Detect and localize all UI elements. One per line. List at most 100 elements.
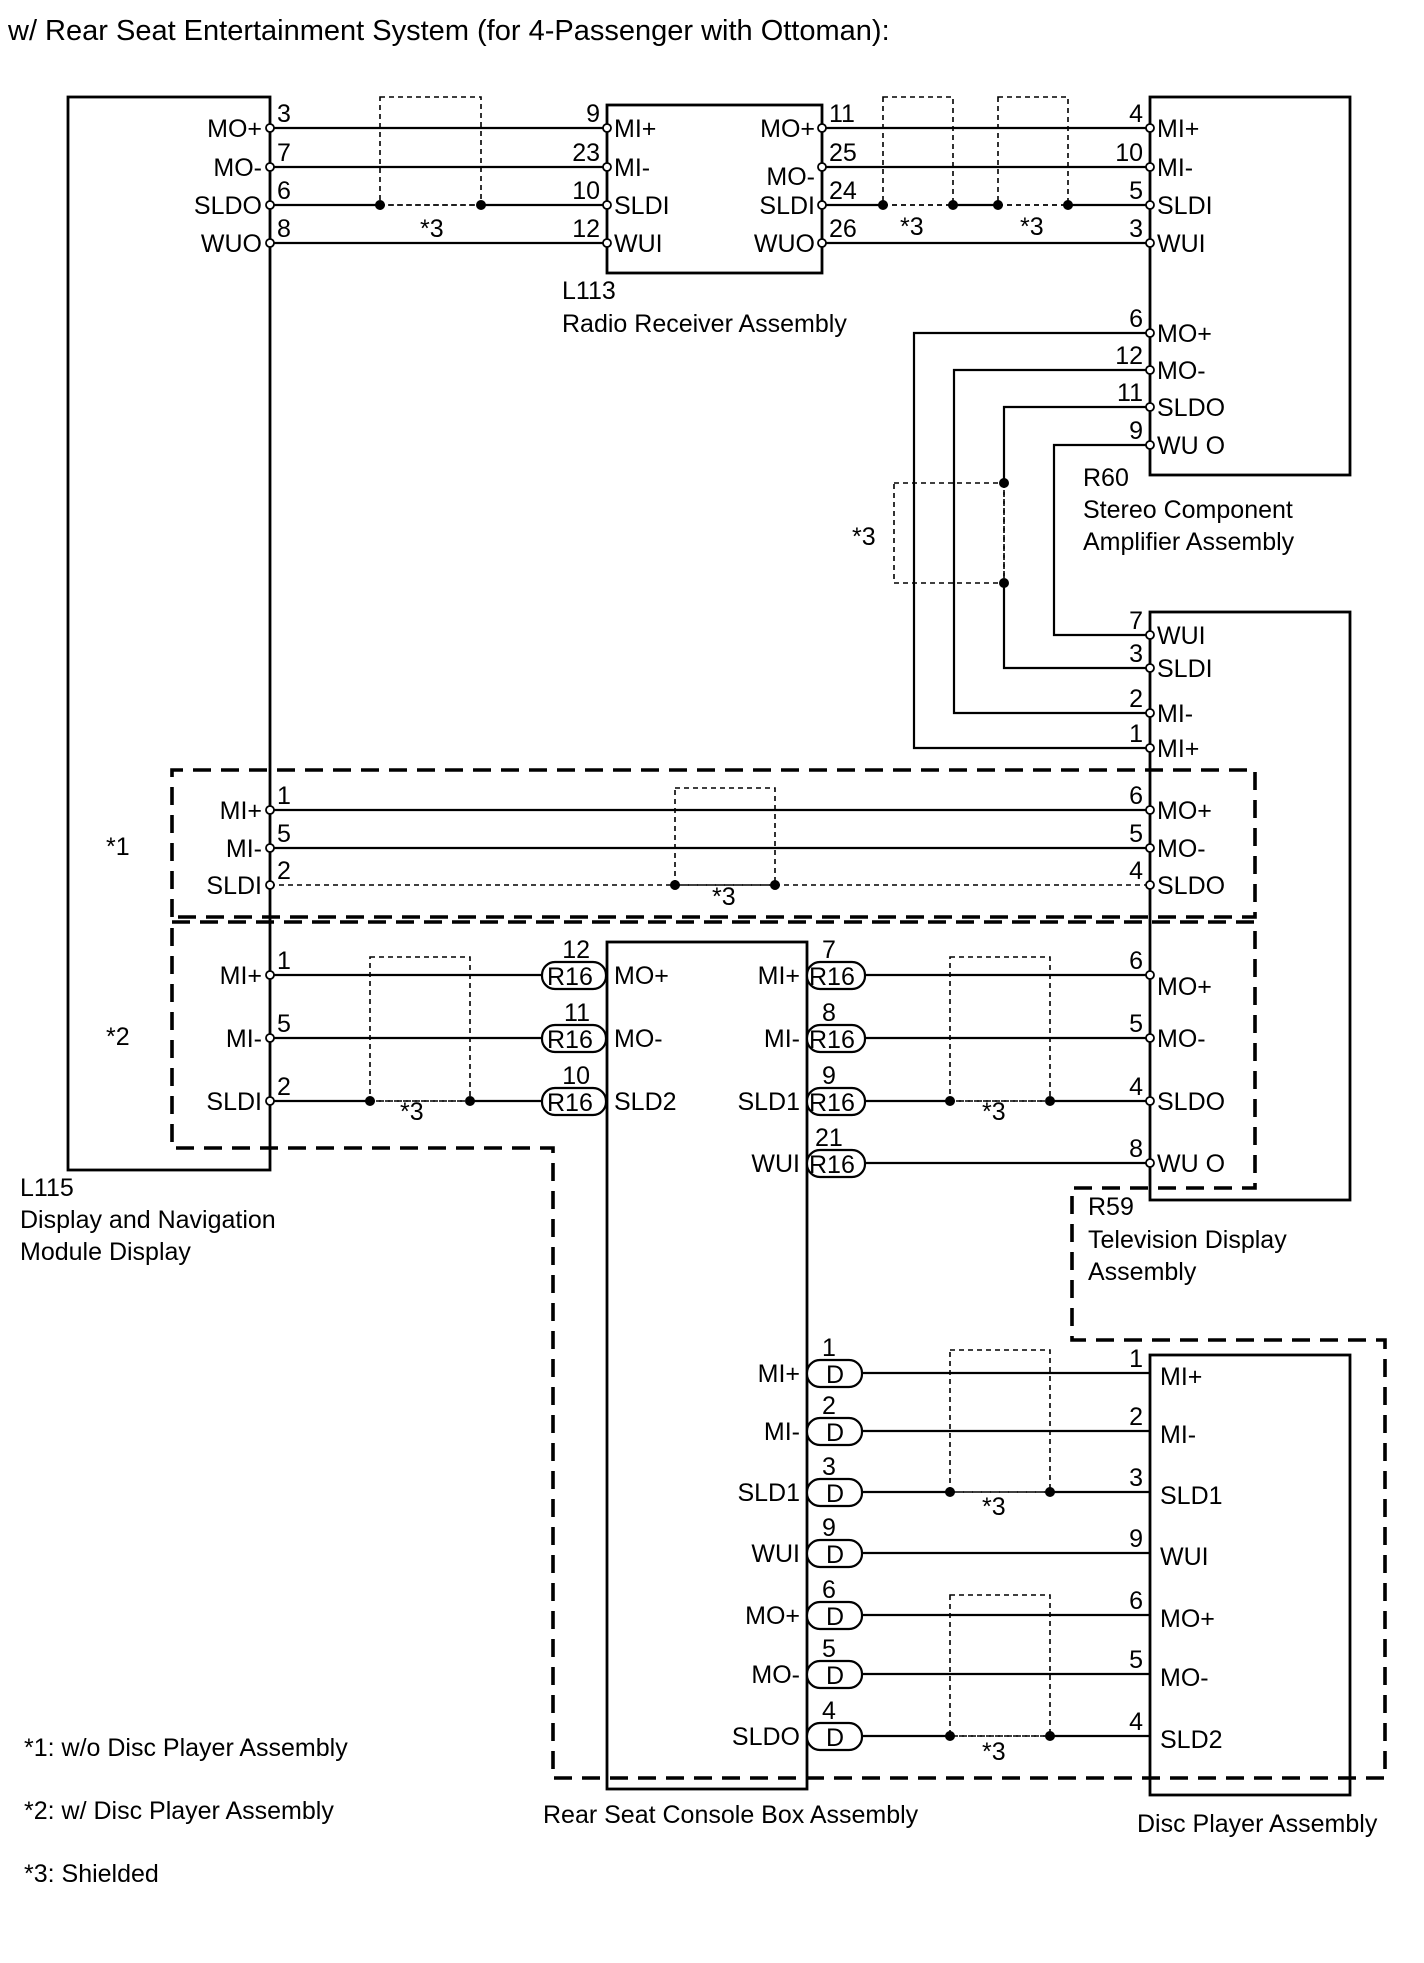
svg-text:WUI: WUI [1157, 230, 1206, 258]
svg-text:3: 3 [822, 1453, 836, 1481]
svg-text:WUI: WUI [751, 1150, 800, 1178]
svg-text:R16: R16 [809, 1089, 855, 1117]
svg-text:1: 1 [822, 1334, 836, 1362]
option1-mark: *1 [106, 833, 130, 861]
svg-text:SLDI: SLDI [614, 192, 670, 220]
svg-text:6: 6 [822, 1576, 836, 1604]
svg-text:MI+: MI+ [1157, 115, 1199, 143]
shield-dot [670, 880, 680, 890]
svg-text:R16: R16 [809, 1151, 855, 1179]
console-left-pins: MO+ MO- SLD2 12 11 10 [562, 936, 676, 1116]
svg-text:9: 9 [586, 100, 600, 128]
shield-dot [945, 1731, 955, 1741]
svg-text:WU O: WU O [1157, 432, 1225, 460]
shield-r60-r59 [893, 482, 1005, 584]
r59-input-pins: WUI SLDI MI- MI+ 7 3 2 1 [1129, 607, 1213, 763]
svg-text:3: 3 [277, 100, 291, 128]
svg-text:8: 8 [1129, 1135, 1143, 1163]
svg-text:MI+: MI+ [220, 797, 262, 825]
svg-text:MI-: MI- [226, 1025, 262, 1053]
shield-mark: *3 [982, 1493, 1006, 1521]
shield-mark: *3 [420, 215, 444, 243]
svg-text:7: 7 [1129, 607, 1143, 635]
l113-radio-receiver-box [605, 103, 824, 275]
svg-text:MI+: MI+ [220, 962, 262, 990]
shield-mark: *3 [712, 883, 736, 911]
svg-text:SLD1: SLD1 [737, 1088, 800, 1116]
svg-text:R16: R16 [809, 1026, 855, 1054]
svg-text:7: 7 [822, 936, 836, 964]
svg-text:4: 4 [1129, 1073, 1143, 1101]
svg-text:MO-: MO- [751, 1661, 800, 1689]
shield-dot [948, 200, 958, 210]
r16-connector-left-11: R16 [540, 1023, 608, 1054]
svg-text:5: 5 [1129, 1010, 1143, 1038]
svg-text:5: 5 [1129, 820, 1143, 848]
svg-text:2: 2 [822, 1392, 836, 1420]
shield-dot [375, 200, 385, 210]
l115-top-pins: MO+ MO- SLDO WUO 3 7 6 8 [194, 100, 291, 258]
svg-text:10: 10 [562, 1062, 590, 1090]
svg-text:SLDI: SLDI [206, 1088, 262, 1116]
svg-text:R16: R16 [547, 1089, 593, 1117]
svg-text:6: 6 [1129, 782, 1143, 810]
l113-name: Radio Receiver Assembly [562, 310, 847, 338]
r60-name-line1: Stereo Component [1083, 496, 1293, 524]
svg-text:MI-: MI- [1157, 700, 1193, 728]
shield-dot [465, 1096, 475, 1106]
r60-name-line2: Amplifier Assembly [1083, 528, 1295, 556]
svg-text:6: 6 [277, 177, 291, 205]
svg-text:MI-: MI- [1160, 1421, 1196, 1449]
shield-l113-r60-a [882, 96, 954, 206]
svg-text:SLD2: SLD2 [614, 1088, 677, 1116]
svg-text:MI-: MI- [764, 1418, 800, 1446]
svg-text:SLDO: SLDO [194, 192, 262, 220]
d-connector-1: D [805, 1358, 864, 1389]
svg-text:1: 1 [277, 947, 291, 975]
option1-region [170, 768, 1257, 919]
svg-text:1: 1 [1129, 1345, 1143, 1373]
svg-text:WUI: WUI [1157, 622, 1206, 650]
svg-text:6: 6 [1129, 305, 1143, 333]
svg-text:MO-: MO- [1157, 357, 1206, 385]
shield-opt1 [674, 787, 776, 886]
svg-text:9: 9 [1129, 1525, 1143, 1553]
svg-text:4: 4 [1129, 1708, 1143, 1736]
shield-dot [993, 200, 1003, 210]
svg-text:8: 8 [822, 999, 836, 1027]
r16-connector-right-8: R16 [805, 1023, 867, 1054]
shield-dot [770, 880, 780, 890]
svg-text:MO+: MO+ [1157, 320, 1212, 348]
svg-text:MI+: MI+ [1157, 735, 1199, 763]
diagram-title: w/ Rear Seat Entertainment System (for 4… [7, 15, 890, 47]
d-connector-6: D [805, 1600, 864, 1631]
svg-text:WUO: WUO [201, 230, 262, 258]
svg-text:MO-: MO- [1160, 1664, 1209, 1692]
svg-text:R16: R16 [547, 963, 593, 991]
svg-text:WUI: WUI [1160, 1543, 1209, 1571]
r16-connector-right-21: R16 [805, 1148, 867, 1179]
svg-text:1: 1 [1129, 720, 1143, 748]
svg-text:9: 9 [822, 1514, 836, 1542]
disc-player-box [1148, 1353, 1352, 1797]
r16-connector-right-7: R16 [805, 960, 867, 991]
shield-disc1 [949, 1349, 1051, 1493]
svg-text:3: 3 [1129, 1464, 1143, 1492]
l115-code: L115 [20, 1174, 74, 1202]
svg-text:MO+: MO+ [614, 962, 669, 990]
svg-text:SLDI: SLDI [206, 872, 262, 900]
svg-text:MI-: MI- [764, 1025, 800, 1053]
l115-name-line2: Module Display [20, 1238, 191, 1266]
svg-text:D: D [826, 1361, 844, 1389]
wire-r60-r59-mi-minus [952, 368, 1150, 715]
svg-text:3: 3 [1129, 215, 1143, 243]
svg-text:MO-: MO- [1157, 1025, 1206, 1053]
svg-text:11: 11 [564, 999, 590, 1027]
r60-input-pins: MI+ MI- SLDI WUI 4 10 5 3 [1115, 100, 1212, 258]
svg-text:SLDO: SLDO [1157, 394, 1225, 422]
svg-text:WUI: WUI [614, 230, 663, 258]
d-connector-9: D [805, 1538, 864, 1569]
svg-text:7: 7 [277, 139, 291, 167]
svg-text:2: 2 [277, 857, 291, 885]
